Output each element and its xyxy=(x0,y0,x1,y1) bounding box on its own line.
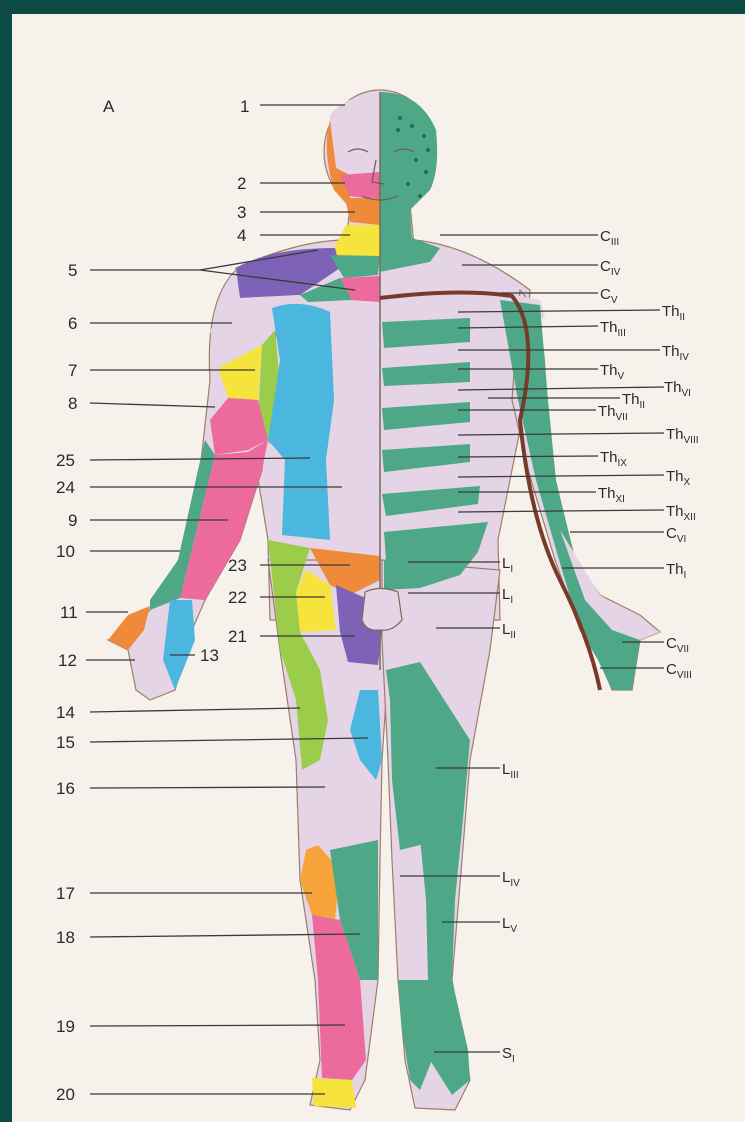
segment-label-th12: ThXII xyxy=(666,503,696,523)
genital-outline xyxy=(362,589,402,631)
segment-label-th6: ThVI xyxy=(664,379,691,399)
segment-label-l2: LII xyxy=(502,621,516,641)
label-1: 1 xyxy=(240,97,249,116)
figure-letter: A xyxy=(103,97,115,116)
label-2: 2 xyxy=(237,174,246,193)
label-22: 22 xyxy=(228,588,247,607)
segment-label-l3: LIII xyxy=(502,761,519,781)
label-14: 14 xyxy=(56,703,75,722)
label-25: 25 xyxy=(56,451,75,470)
label-9: 9 xyxy=(68,511,77,530)
label-11: 11 xyxy=(60,603,78,622)
label-23: 23 xyxy=(228,556,247,575)
label-16: 16 xyxy=(56,779,75,798)
segment-label-c4: CIV xyxy=(600,258,621,278)
segment-label-th8: ThVIII xyxy=(666,426,699,446)
segment-label-th1: ThI xyxy=(666,561,686,581)
segment-label-l4: LIV xyxy=(502,869,520,889)
segment-label-th10: ThX xyxy=(666,468,691,488)
segment-label-c5: CV xyxy=(600,286,618,306)
segment-label-c7: CVII xyxy=(666,635,689,655)
label-13: 13 xyxy=(200,646,219,665)
segment-label-l1: LI xyxy=(502,555,513,575)
segment-label-l5: LV xyxy=(502,915,517,935)
label-24: 24 xyxy=(56,478,75,497)
segment-label-c3: CIII xyxy=(600,228,619,248)
label-19: 19 xyxy=(56,1017,75,1036)
label-8: 8 xyxy=(68,394,77,413)
segment-label-th4: ThIV xyxy=(662,343,689,363)
zone-4 xyxy=(330,225,380,258)
label-15: 15 xyxy=(56,733,75,752)
label-5: 5 xyxy=(68,261,77,280)
segment-label-s1: SI xyxy=(502,1045,515,1065)
label-4: 4 xyxy=(237,226,246,245)
dermatome-face-right xyxy=(380,92,437,212)
zone-20 xyxy=(312,1078,356,1108)
label-10: 10 xyxy=(56,542,75,561)
label-17: 17 xyxy=(56,884,75,903)
segment-label-th9: ThIX xyxy=(600,449,627,469)
label-20: 20 xyxy=(56,1085,75,1104)
segment-label-c8: CVIII xyxy=(666,661,692,681)
label-21: 21 xyxy=(228,627,247,646)
segment-label-th2-secondary: ThII xyxy=(622,391,645,411)
label-3: 3 xyxy=(237,203,246,222)
segment-label-th11: ThXI xyxy=(598,485,625,505)
segment-label-l1-secondary: LI xyxy=(502,586,513,606)
label-7: 7 xyxy=(68,361,77,380)
label-6: 6 xyxy=(68,314,77,333)
segment-label-th3: ThIII xyxy=(600,319,626,339)
segment-label-th2: ThII xyxy=(662,303,685,323)
label-12: 12 xyxy=(58,651,77,670)
segment-label-th5: ThV xyxy=(600,362,625,382)
label-18: 18 xyxy=(56,928,75,947)
segment-label-c6: CVI xyxy=(666,525,686,545)
